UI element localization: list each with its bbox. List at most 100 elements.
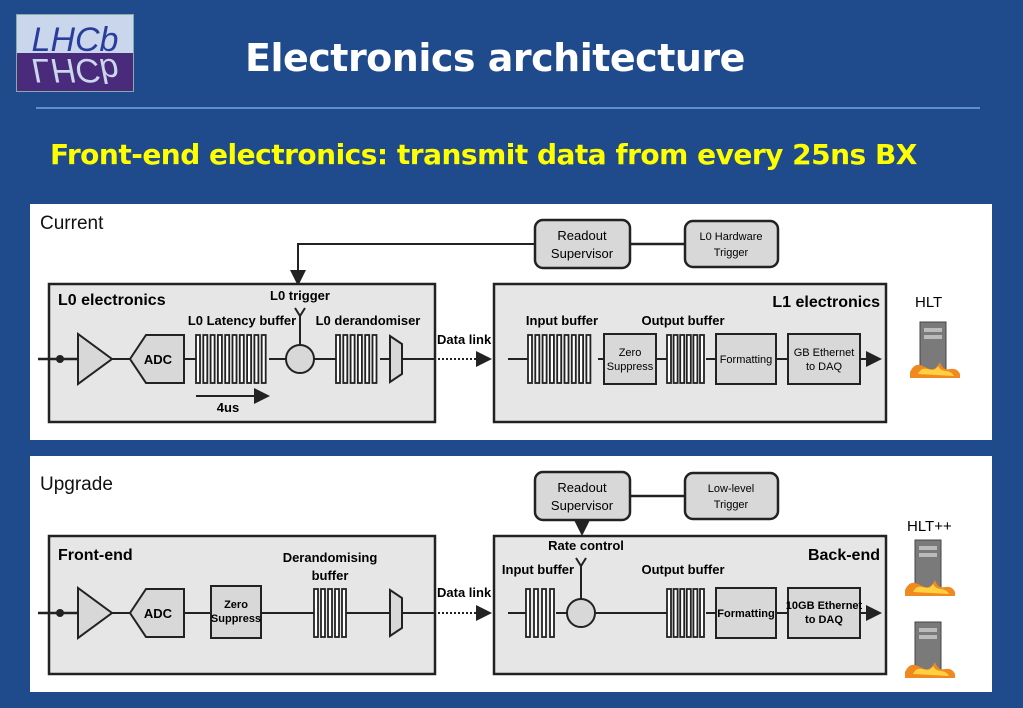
buffer-cell [364, 334, 371, 384]
buffer-cell [699, 588, 705, 638]
current-panel: Current Readout Supervisor L0 Hardware T… [30, 204, 992, 440]
buffer-cell [672, 334, 679, 384]
zero-suppress-block [603, 333, 657, 385]
buffer-cell [549, 334, 555, 384]
upgrade-output-buffer-stack [666, 588, 705, 638]
buffer-cell [202, 334, 209, 384]
buffer-cell [570, 334, 577, 384]
svg-text:ADC: ADC [144, 352, 173, 367]
buffer-cell [685, 334, 692, 384]
upgrade-label: Upgrade [40, 474, 113, 495]
buffer-cell [699, 334, 705, 384]
rate-control-label: Rate control [548, 538, 624, 553]
buffer-cell [334, 588, 340, 638]
svg-text:Formatting: Formatting [717, 608, 774, 620]
svg-text:Zero: Zero [619, 347, 642, 359]
derandomising-label-2: buffer [312, 568, 349, 583]
buffer-cell [549, 588, 555, 638]
output-buffer-label: Output buffer [641, 313, 724, 328]
buffer-cell [585, 334, 592, 384]
latency-buffer-label: L0 Latency buffer [188, 313, 296, 328]
buffer-cell [253, 334, 260, 384]
buffer-cell [666, 588, 672, 638]
upgrade-ethernet-block [787, 587, 861, 639]
svg-text:Suppress: Suppress [607, 361, 654, 373]
svg-text:Supervisor: Supervisor [551, 246, 614, 261]
front-end-title: Front-end [58, 547, 133, 564]
input-buffer-label: Input buffer [526, 313, 598, 328]
lhcb-logo: LHCb LHCb [16, 14, 134, 92]
svg-text:Low-level: Low-level [708, 483, 754, 495]
page-subtitle: Front-end electronics: transmit data fro… [50, 138, 917, 171]
buffer-cell [327, 588, 333, 638]
rate-control-node [566, 598, 596, 628]
current-readout-supervisor: Readout Supervisor [533, 218, 632, 270]
buffer-cell [533, 588, 539, 638]
l0-trigger-node [285, 344, 315, 374]
logo-text: LHCb [32, 21, 119, 59]
hlt-plus-server-icon-1 [905, 539, 955, 596]
buffer-cell [578, 334, 584, 384]
current-hardware-trigger: L0 Hardware Trigger [683, 219, 780, 269]
buffer-cell [231, 334, 238, 384]
latency-value: 4us [217, 400, 239, 415]
buffer-cell [356, 334, 363, 384]
buffer-cell [195, 334, 201, 384]
buffer-cell [556, 334, 563, 384]
upgrade-zero-suppress-block [210, 585, 262, 639]
buffer-cell [534, 334, 541, 384]
buffer-cell [692, 588, 699, 638]
buffer-cell [313, 588, 319, 638]
buffer-cell [216, 334, 223, 384]
input-buffer-stack [527, 334, 592, 384]
buffer-cell [692, 334, 699, 384]
derandomiser-label: L0 derandomiser [316, 313, 421, 328]
derandomiser-stack [335, 334, 378, 384]
buffer-cell [320, 588, 326, 638]
buffer-cell [341, 588, 347, 638]
buffer-cell [541, 588, 547, 638]
buffer-cell [260, 334, 267, 384]
derandomising-label-1: Derandomising [283, 550, 378, 565]
current-data-link-label: Data link [437, 332, 492, 347]
buffer-cell [563, 334, 570, 384]
svg-text:Supervisor: Supervisor [551, 498, 614, 513]
upgrade-input-buffer-stack [525, 588, 555, 638]
upgrade-input-buffer-label: Input buffer [502, 562, 574, 577]
upgrade-readout-supervisor: Readout Supervisor [533, 470, 632, 522]
hlt-server-icon [910, 321, 960, 378]
l1-electronics-title: L1 electronics [772, 294, 880, 311]
svg-text:ADC: ADC [144, 606, 173, 621]
latency-buffer-stack [195, 334, 267, 384]
svg-text:Readout: Readout [557, 228, 607, 243]
svg-text:GB Ethernet: GB Ethernet [794, 347, 855, 359]
upgrade-output-buffer-label: Output buffer [641, 562, 724, 577]
svg-text:Trigger: Trigger [714, 247, 749, 259]
current-diagram: Readout Supervisor L0 Hardware Trigger L… [38, 218, 960, 424]
svg-text:to DAQ: to DAQ [805, 614, 843, 626]
hlt-plus-label: HLT++ [907, 518, 952, 535]
upgrade-mux-block [389, 588, 403, 638]
l0-trigger-label: L0 trigger [270, 288, 330, 303]
buffer-cell [527, 334, 533, 384]
svg-text:Trigger: Trigger [714, 499, 749, 511]
svg-text:Suppress: Suppress [211, 613, 261, 625]
svg-text:Formatting: Formatting [720, 354, 773, 366]
svg-text:10GB Ethernet: 10GB Ethernet [786, 600, 863, 612]
output-buffer-stack [666, 334, 705, 384]
svg-text:Readout: Readout [557, 480, 607, 495]
buffer-cell [371, 334, 378, 384]
upgrade-diagram: Readout Supervisor Low-level Trigger Fro… [38, 470, 955, 678]
buffer-cell [666, 334, 672, 384]
buffer-cell [679, 588, 686, 638]
buffer-cell [342, 334, 349, 384]
page-title: Electronics architecture [245, 36, 745, 80]
hlt-plus-server-icon-2 [905, 621, 955, 678]
mux-block [389, 334, 403, 384]
buffer-cell [525, 588, 531, 638]
buffer-cell [672, 588, 679, 638]
svg-text:LHCb: LHCb [32, 51, 119, 89]
svg-text:to DAQ: to DAQ [806, 361, 843, 373]
back-end-title: Back-end [808, 547, 880, 564]
upgrade-low-level-trigger: Low-level Trigger [683, 471, 780, 521]
